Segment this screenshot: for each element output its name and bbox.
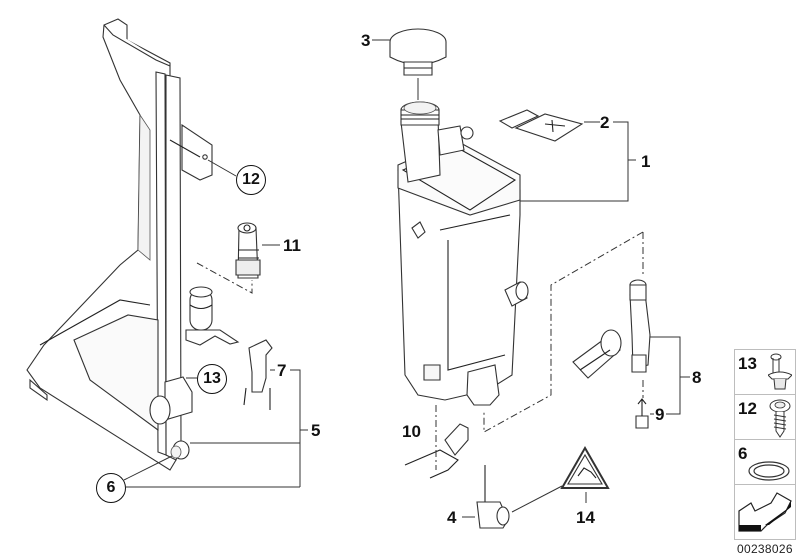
document-number: 00238026 xyxy=(737,542,793,556)
bushing-part-11 xyxy=(235,222,261,279)
legend-number: 12 xyxy=(738,399,757,418)
fastener-legend: 13 12 6 xyxy=(734,349,796,540)
callout-4: 4 xyxy=(447,508,457,527)
legend-number: 13 xyxy=(738,354,757,373)
expanding-rivet-icon xyxy=(768,353,792,390)
legend-number: 6 xyxy=(738,444,748,463)
callout-5: 5 xyxy=(311,421,321,440)
callout-6-circled: 6 xyxy=(96,473,126,503)
callout-9: 9 xyxy=(655,405,665,424)
clip-part-7 xyxy=(243,339,273,410)
callout-14: 14 xyxy=(576,508,595,527)
callout-7: 7 xyxy=(277,361,287,380)
elbow-fitting-part-8 xyxy=(572,279,651,379)
dashed-connections xyxy=(435,231,644,470)
wire-clip-part-10 xyxy=(404,423,469,479)
callout-3: 3 xyxy=(361,31,371,50)
support-bracket xyxy=(26,18,240,471)
direction-arrow-icon xyxy=(738,492,792,532)
warning-label-part-14 xyxy=(560,445,610,489)
legend-item-o-ring: 6 xyxy=(735,440,795,485)
leader-lines xyxy=(123,39,690,518)
legend-item-rivet: 13 xyxy=(735,350,795,395)
label-plate-part-2 xyxy=(498,109,584,142)
callout-1: 1 xyxy=(641,152,651,171)
legend-item-screw: 12 xyxy=(735,395,795,440)
callout-13-circled: 13 xyxy=(197,364,227,394)
self-tapping-screw-icon xyxy=(769,399,791,438)
drain-screw-part-9 xyxy=(635,398,649,429)
sensor-part-4 xyxy=(476,465,510,529)
o-ring-icon xyxy=(748,461,790,481)
legend-item-arrow xyxy=(735,485,795,539)
callout-10: 10 xyxy=(402,422,421,441)
cap-part-3 xyxy=(389,28,447,76)
expansion-tank xyxy=(397,101,529,406)
callout-8: 8 xyxy=(692,368,702,387)
callout-12-circled: 12 xyxy=(236,165,266,195)
callout-11: 11 xyxy=(283,236,301,255)
callout-2: 2 xyxy=(600,113,610,132)
leader-11-dashed xyxy=(196,262,253,294)
